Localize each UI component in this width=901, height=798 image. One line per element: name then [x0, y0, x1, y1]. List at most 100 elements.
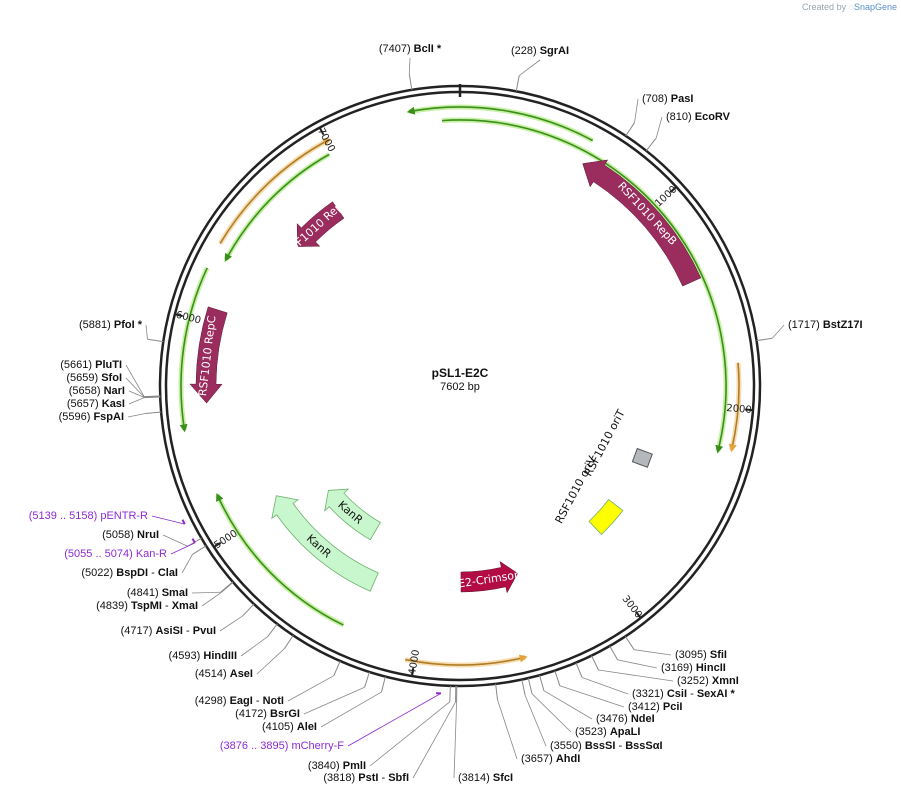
site-position: (4839): [96, 600, 131, 612]
site-sfii[interactable]: (3095) SfiI: [624, 636, 727, 661]
site-bspdi[interactable]: (5022) BspDI - ClaI: [81, 545, 207, 579]
site-separator: -: [162, 600, 172, 612]
site-pcii[interactable]: (3412) PciI: [554, 670, 683, 713]
site-name: PasI: [671, 93, 694, 105]
site-tspmi[interactable]: (4839) TspMI - XmaI: [96, 581, 234, 612]
site-ndei[interactable]: (3476) NdeI: [539, 675, 655, 725]
site-label: (3252) XmnI: [677, 675, 739, 687]
site-pfoi[interactable]: (5881) PfoI *: [79, 319, 164, 343]
site-eagi[interactable]: (4298) EagI - NotI: [195, 660, 341, 707]
site-name: HincII: [696, 662, 726, 674]
tick-mark: [669, 186, 677, 193]
site-name-2: XmaI: [172, 600, 198, 612]
primer-mcherry[interactable]: (3876 .. 3895) mCherry-F: [220, 692, 442, 752]
site-name: CsiI: [667, 688, 687, 700]
site-position: (3840): [308, 760, 343, 772]
site-nari[interactable]: (5658) NarI: [69, 385, 161, 398]
site-label: (5881) PfoI *: [79, 319, 143, 331]
site-tick: [609, 645, 619, 661]
site-name: SfiI: [710, 649, 727, 661]
primer-range: (5055 .. 5074): [64, 548, 136, 560]
feature-kanr[interactable]: KanR: [324, 488, 381, 541]
site-ecorv[interactable]: (810) EcoRV: [645, 111, 731, 152]
site-name: AseI: [230, 668, 253, 680]
site-asei[interactable]: (4514) AseI: [195, 635, 294, 680]
tick-label: 3000: [620, 594, 644, 621]
snapgene-logo-icon: ◌: [848, 2, 854, 12]
site-label: (5058) NruI: [102, 529, 159, 541]
site-name: TspMI: [131, 600, 162, 612]
site-xmni[interactable]: (3252) XmnI: [591, 655, 739, 687]
site-name-2: NotI: [263, 695, 284, 707]
site-name: BssSI: [585, 740, 616, 752]
site-sgrai[interactable]: (228) SgrAI: [511, 45, 569, 92]
site-csii[interactable]: (3321) CsiI - SexAI *: [575, 662, 736, 700]
site-tick: [144, 395, 161, 398]
site-position: (3252): [677, 675, 712, 687]
ruler-arrow: [223, 152, 331, 262]
site-leader: [518, 59, 541, 76]
site-apali[interactable]: (3523) ApaLI: [527, 678, 640, 738]
site-tick: [220, 581, 234, 594]
primer-range: (5139 .. 5158): [29, 510, 101, 522]
site-pasi[interactable]: (708) PasI: [625, 93, 694, 137]
site-label: (4514) AseI: [195, 668, 253, 680]
site-nrui[interactable]: (5058) NruI: [102, 529, 202, 547]
feature-shape: [271, 495, 379, 592]
site-sfci[interactable]: (3814) SfcI: [453, 685, 513, 784]
site-tick: [625, 122, 635, 137]
site-psti[interactable]: (3818) PstI - SbfI: [323, 685, 457, 784]
site-name: NarI: [104, 385, 125, 397]
site-label: (4841) SmaI: [127, 587, 188, 599]
tick-mark: [635, 610, 642, 619]
site-name: PmlI: [343, 760, 366, 772]
site-name: SmaI: [162, 587, 188, 599]
site-label: (7407) BclI *: [379, 43, 442, 55]
primer-name: Kan-R: [136, 548, 167, 560]
site-bcli[interactable]: (7407) BclI *: [379, 43, 442, 90]
primer-pentr[interactable]: (5139 .. 5158) pENTR-R: [29, 510, 186, 525]
feature-kanr[interactable]: KanR: [271, 495, 379, 592]
site-pmli[interactable]: (3840) PmlI: [308, 685, 451, 772]
site-name: PstI: [358, 772, 378, 784]
site-name: EcoRV: [695, 111, 731, 123]
primer-label: (5055 .. 5074) Kan-R: [64, 548, 167, 560]
feature-shape: [582, 159, 702, 287]
oriT-marker: [631, 447, 653, 468]
site-pluti[interactable]: (5661) PluTI: [60, 359, 161, 398]
ruler-arrow: [404, 654, 528, 668]
site-name: BspDI: [116, 567, 148, 579]
site-tick: [147, 338, 164, 343]
ruler-arrow-line: [219, 138, 331, 244]
site-position: (5657): [67, 398, 102, 410]
site-name: AleI: [297, 721, 317, 733]
site-alei[interactable]: (4105) AleI: [262, 676, 386, 733]
feature-rsf1010-orit[interactable]: RSF1010 oriT: [582, 407, 653, 478]
ruler-arrow-line: [405, 654, 528, 666]
site-leader: [125, 377, 145, 398]
site-name: PfoI *: [114, 319, 143, 331]
site-position: (4298): [195, 695, 230, 707]
site-sfoi[interactable]: (5659) SfoI: [66, 372, 161, 398]
site-position: (4717): [121, 625, 156, 637]
site-leader: [581, 677, 629, 695]
feature-rsf1010-repa[interactable]: RSF1010 RepA: [282, 194, 351, 258]
feature-e2-crimson[interactable]: E2-Crimson: [457, 560, 522, 594]
site-leader: [219, 615, 244, 632]
site-fspai[interactable]: (5596) FspAI: [59, 411, 162, 423]
feature-rsf1010-repc[interactable]: RSF1010 RepC: [189, 306, 228, 404]
site-position: (3814): [458, 772, 493, 784]
site-smai[interactable]: (4841) SmaI: [127, 581, 234, 599]
primer-kanr[interactable]: (5055 .. 5074) Kan-R: [64, 538, 196, 560]
credit-prefix: Created by: [802, 2, 847, 12]
site-hincii[interactable]: (3169) HincII: [609, 645, 726, 674]
site-bsssi[interactable]: (3550) BssSI - BssSαI: [521, 679, 663, 752]
site-bstz17i[interactable]: (1717) BstZ17I: [756, 319, 863, 342]
site-ahdi[interactable]: (3657) AhdI: [495, 683, 581, 765]
feature-rsf1010-repb[interactable]: RSF1010 RepB: [582, 159, 702, 287]
site-bsrgi[interactable]: (4172) BsrGI: [235, 671, 370, 720]
site-asisi[interactable]: (4717) AsiSI - PvuI: [121, 603, 255, 637]
site-hindiii[interactable]: (4593) HindIII: [169, 623, 278, 662]
site-kasi[interactable]: (5657) KasI: [67, 396, 161, 410]
ruler-arrow-line: [441, 119, 727, 454]
